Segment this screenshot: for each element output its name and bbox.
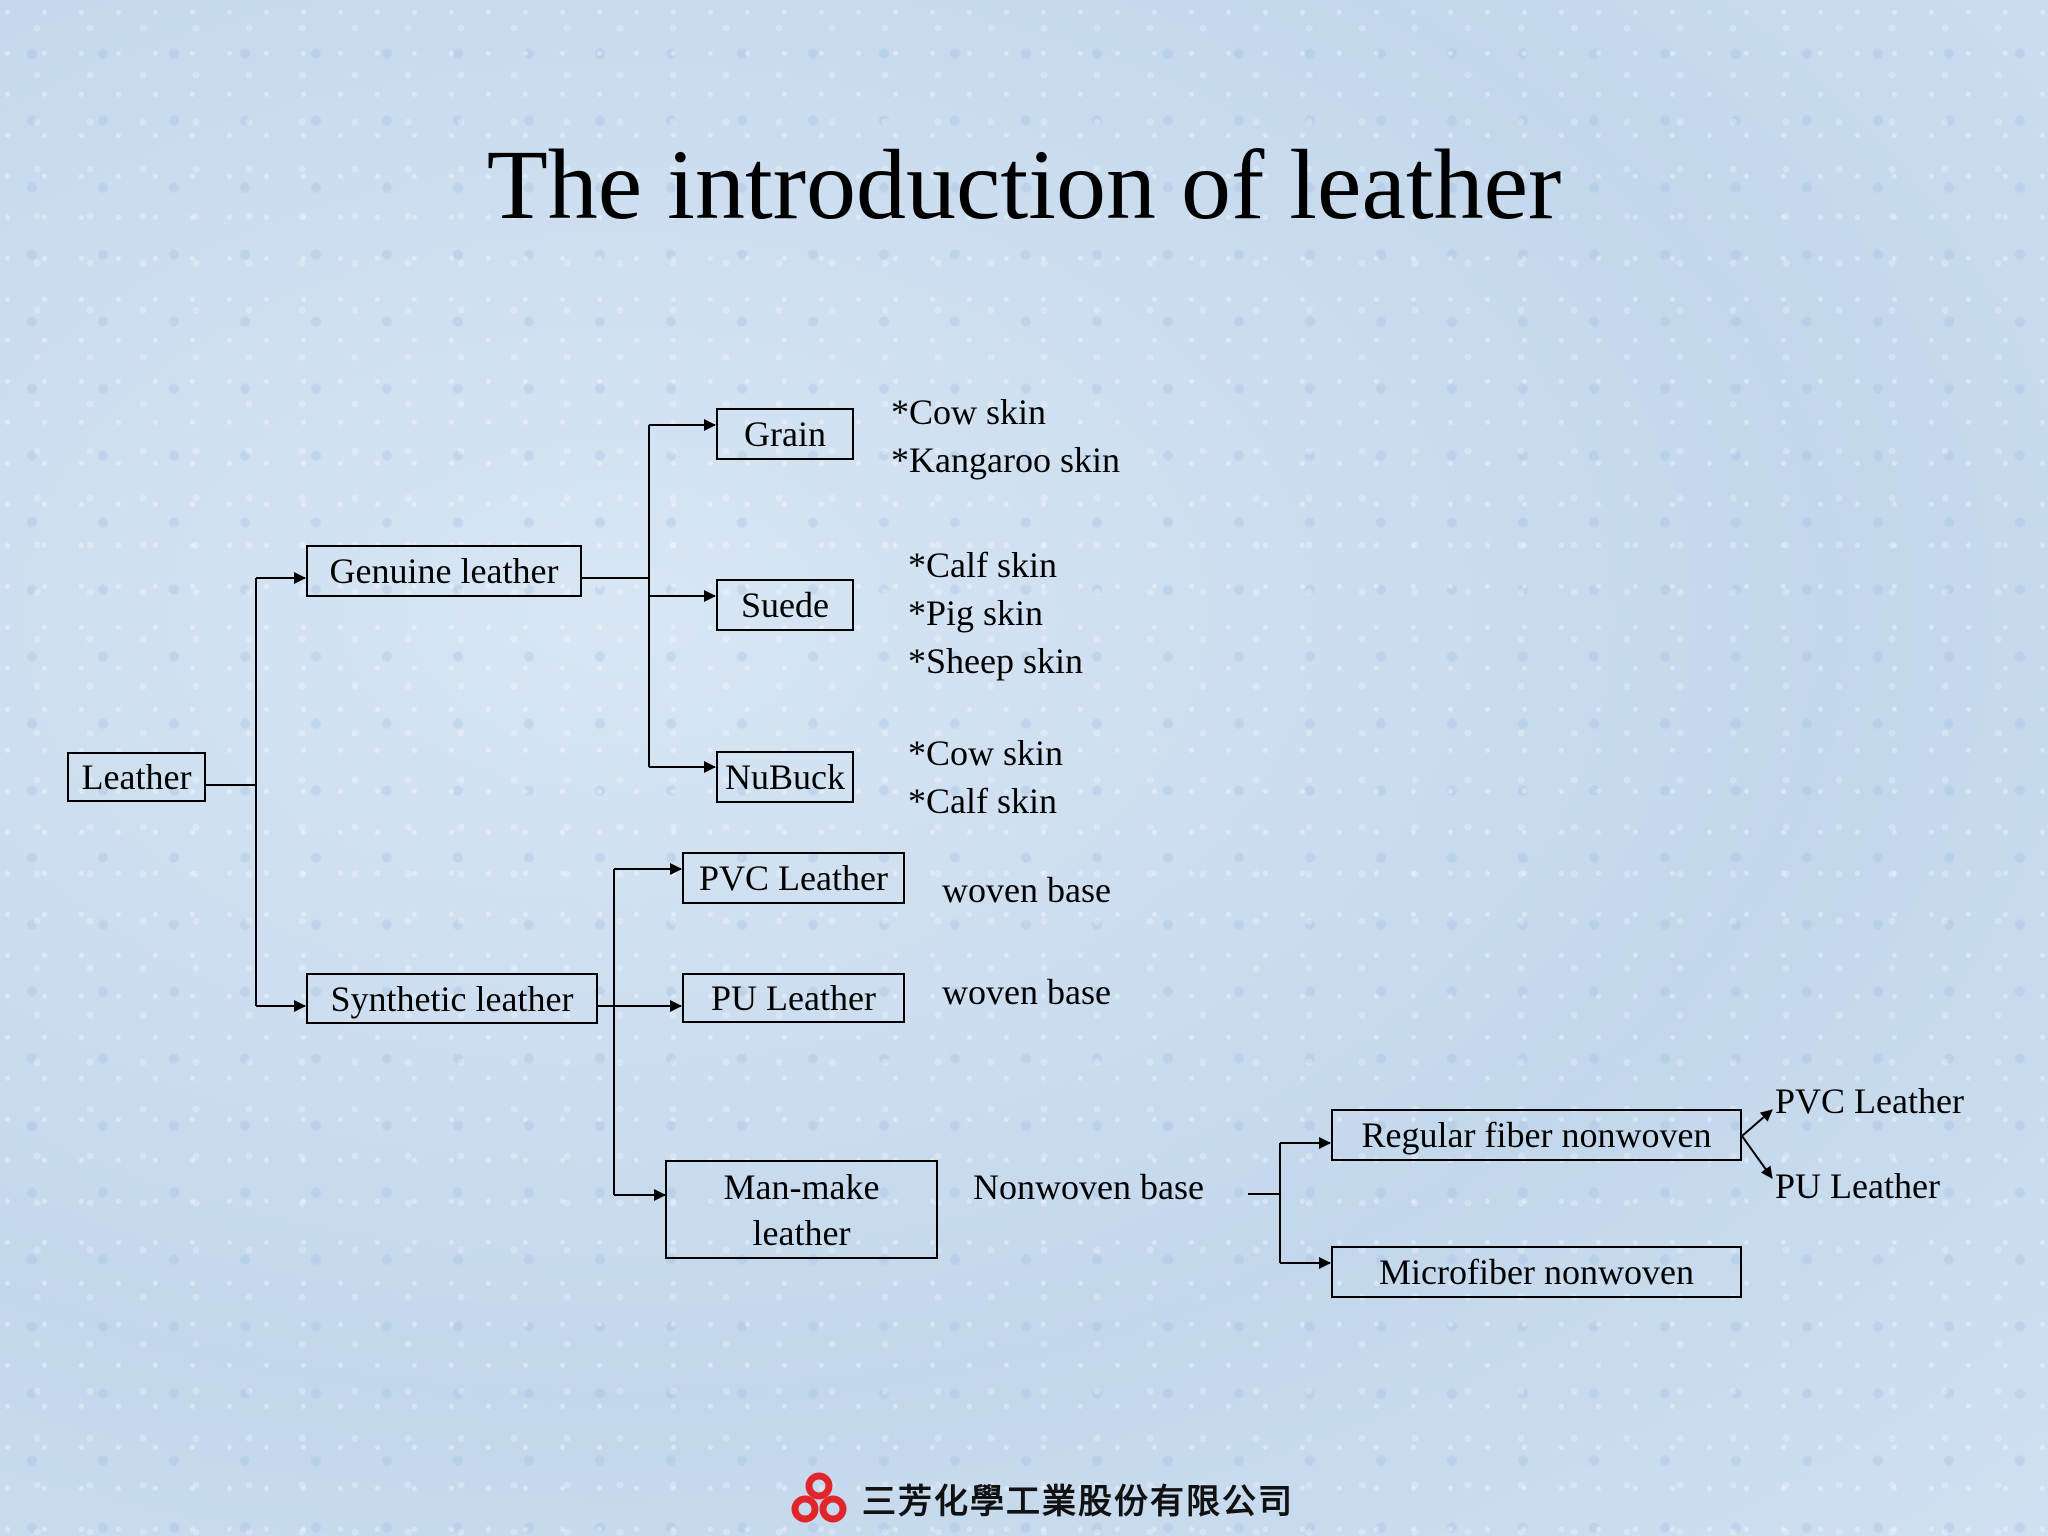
connector-synthetic-trunk	[598, 869, 615, 1195]
suede-example: *Pig skin	[908, 593, 1044, 633]
suede-example: *Calf skin	[908, 545, 1057, 585]
grain-examples: *Cow skin *Kangaroo skin	[891, 388, 1120, 484]
node-suede: Suede	[716, 579, 854, 631]
connector-leather-trunk	[206, 578, 257, 1006]
company-name: 三芳化學工業股份有限公司	[862, 1481, 1294, 1522]
node-grain: Grain	[716, 408, 854, 460]
nubuck-example: *Cow skin	[908, 733, 1064, 773]
connector-regular-to-pvc	[1741, 1109, 1773, 1137]
nonwoven-base-label: Nonwoven base	[973, 1167, 1204, 1207]
node-regular-fiber-nonwoven: Regular fiber nonwoven	[1331, 1109, 1742, 1161]
pvc-base-label: woven base	[942, 870, 1111, 910]
node-genuine-leather: Genuine leather	[306, 545, 582, 597]
node-nubuck: NuBuck	[716, 751, 854, 803]
regular-output-pvc: PVC Leather	[1775, 1081, 1964, 1121]
connector-genuine-trunk	[582, 425, 650, 767]
company-footer: 三芳化學工業股份有限公司	[790, 1470, 1294, 1526]
node-leather: Leather	[67, 752, 206, 802]
connector-nonwoven-trunk	[1248, 1143, 1281, 1263]
three-circles-logo-icon	[791, 1472, 847, 1523]
node-synthetic-leather: Synthetic leather	[306, 973, 598, 1024]
regular-output-pu: PU Leather	[1775, 1166, 1940, 1206]
grain-example: *Kangaroo skin	[891, 440, 1120, 480]
connector-regular-to-pu	[1741, 1135, 1773, 1179]
node-man-make-leather: Man-make leather	[665, 1160, 938, 1259]
node-microfiber-nonwoven: Microfiber nonwoven	[1331, 1246, 1742, 1298]
suede-example: *Sheep skin	[908, 641, 1083, 681]
node-pu-leather: PU Leather	[682, 973, 905, 1023]
slide-title: The introduction of leather	[486, 129, 1562, 240]
nubuck-examples: *Cow skin *Calf skin	[908, 729, 1063, 825]
suede-examples: *Calf skin *Pig skin *Sheep skin	[908, 541, 1083, 685]
pu-base-label: woven base	[942, 972, 1111, 1012]
node-pvc-leather: PVC Leather	[682, 852, 905, 904]
grain-example: *Cow skin	[891, 392, 1047, 432]
nubuck-example: *Calf skin	[908, 781, 1057, 821]
